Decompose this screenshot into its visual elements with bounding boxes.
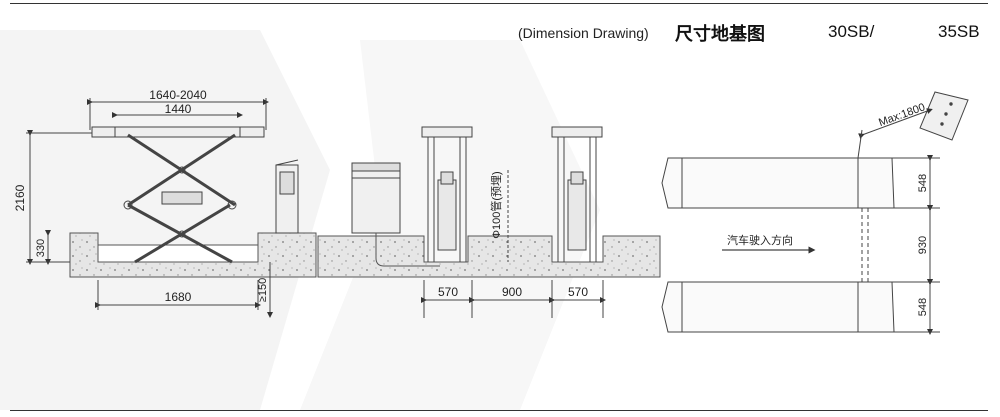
front-pipe-label: Φ100管(预埋) bbox=[489, 171, 503, 238]
plan-view bbox=[661, 91, 969, 335]
front-lift-left bbox=[421, 126, 473, 262]
dim-side-base: ≥150 bbox=[257, 278, 269, 302]
dim-side-pit-depth: 330 bbox=[35, 239, 47, 257]
dim-plan-width-top: 548 bbox=[917, 174, 929, 192]
header: (Dimension Drawing) 尺寸地基图 30SB/ 35SB bbox=[0, 18, 1000, 48]
dim-side-top: 1440 bbox=[165, 102, 192, 116]
plan-control-box bbox=[919, 91, 969, 141]
side-platform bbox=[91, 126, 265, 138]
dim-front-middle: 900 bbox=[502, 285, 522, 299]
embedded-pipe bbox=[375, 233, 440, 267]
front-floor bbox=[317, 235, 661, 278]
bottom-rule bbox=[10, 410, 988, 411]
side-floor bbox=[69, 232, 317, 278]
dim-plan-max: Max:1800 bbox=[877, 101, 927, 129]
dim-front-left: 570 bbox=[438, 285, 458, 299]
side-control-box bbox=[275, 159, 299, 234]
dim-plan-gap: 930 bbox=[917, 236, 929, 254]
front-lift-right bbox=[551, 126, 603, 262]
title-chinese: 尺寸地基图 bbox=[675, 24, 765, 44]
plan-platform-top bbox=[661, 157, 895, 209]
dim-side-top-range: 1640-2040 bbox=[149, 88, 207, 102]
side-view bbox=[26, 98, 317, 318]
front-control-cabinet bbox=[351, 162, 401, 234]
plan-direction-label: 汽车驶入方向 bbox=[727, 233, 793, 247]
dim-front-right: 570 bbox=[568, 285, 588, 299]
plan-platform-bottom bbox=[661, 281, 895, 333]
dim-side-height: 2160 bbox=[13, 184, 27, 211]
front-view bbox=[317, 126, 661, 318]
model-30sb: 30SB/ bbox=[828, 22, 875, 41]
dim-side-bottom: 1680 bbox=[165, 290, 192, 304]
model-35sb: 35SB bbox=[938, 22, 980, 41]
title-english: (Dimension Drawing) bbox=[518, 25, 649, 41]
top-rule bbox=[10, 3, 988, 4]
dim-plan-width-bottom: 548 bbox=[917, 298, 929, 316]
scissor-arms bbox=[123, 133, 237, 264]
